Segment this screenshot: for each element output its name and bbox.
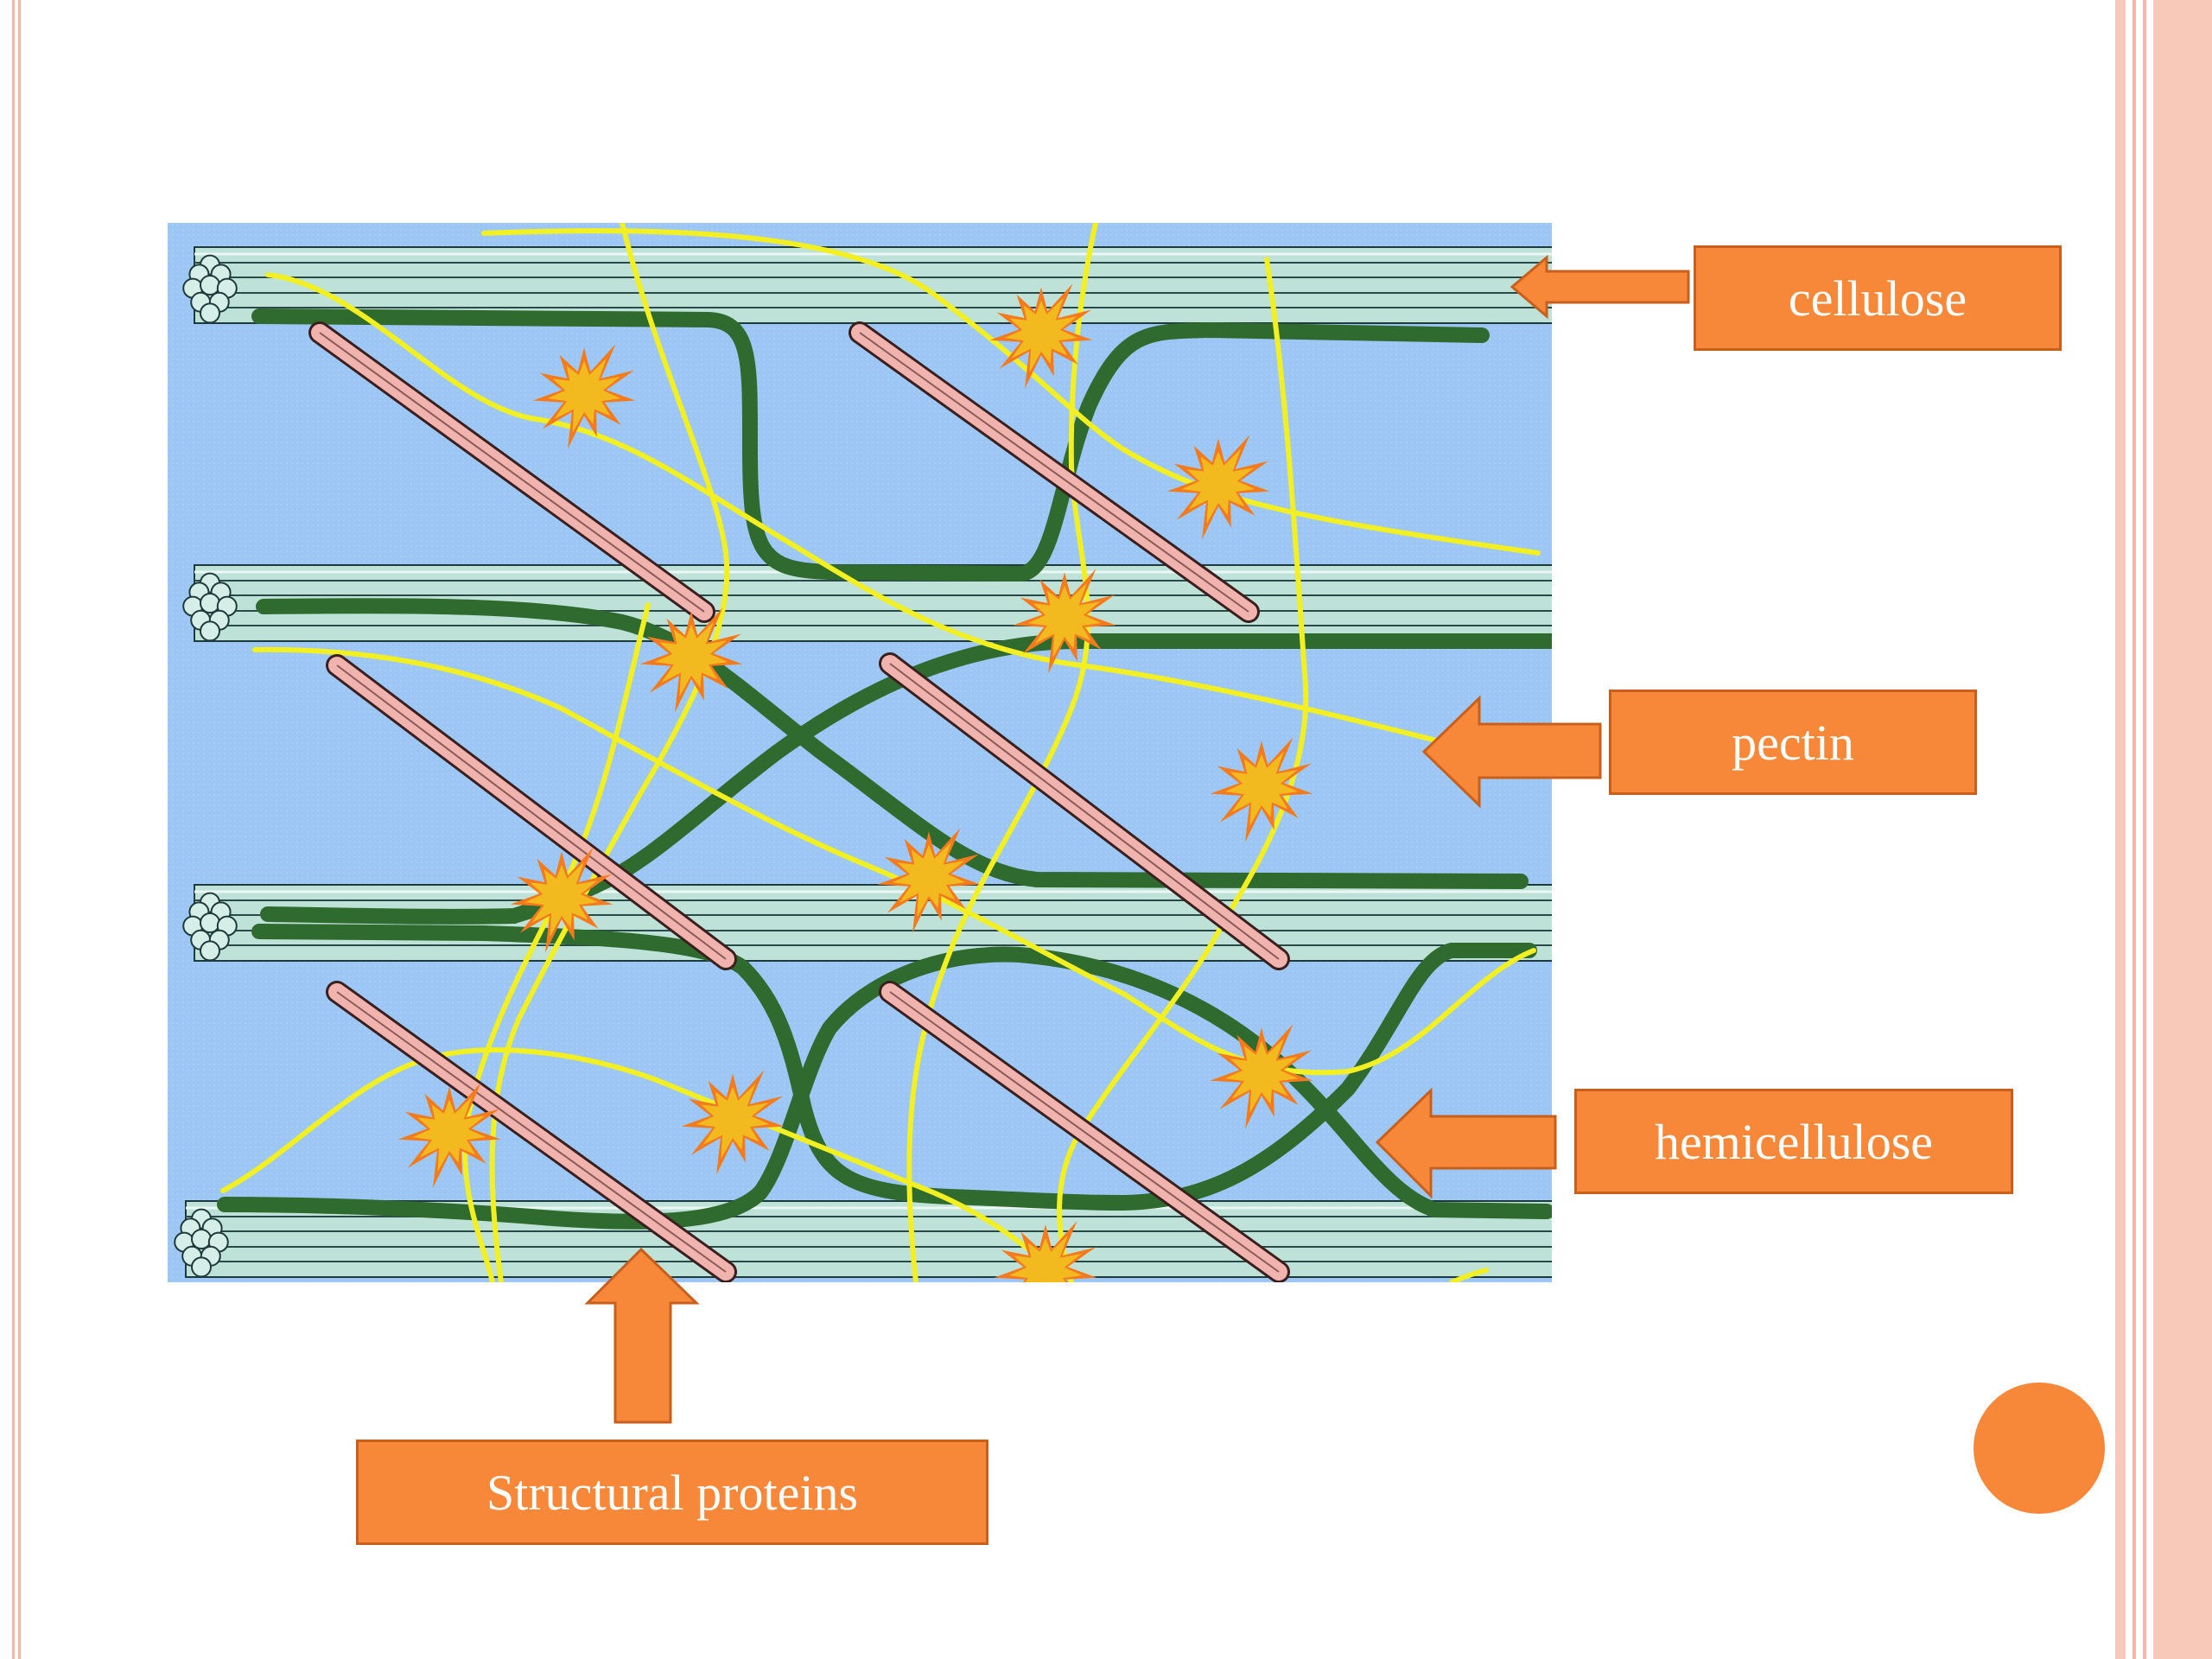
structural-protein-rod [879, 981, 1290, 1282]
starburst-icon [1013, 569, 1116, 674]
slide-decoration-dot [1974, 1382, 2105, 1514]
arrow-icon [584, 254, 1690, 1424]
pectin-strands [220, 223, 1549, 1282]
pectin-strand [252, 646, 1536, 1076]
structural-protein-rod [879, 652, 1290, 970]
hemicellulose-strand [251, 308, 1490, 582]
starburst-icon [1166, 435, 1270, 540]
pectin-strand [1449, 1268, 1489, 1282]
pectin-pointer-arrow [1421, 695, 1602, 809]
cellulose-label: cellulose [1694, 245, 2062, 351]
slide-frame-right [2115, 0, 2212, 1659]
hemicellulose-label: hemicellulose [1574, 1089, 2013, 1194]
slide-frame-left [12, 0, 21, 1659]
structural-protein-rod [308, 321, 715, 623]
pectin-strand [1057, 257, 1309, 1282]
pectin-strand [220, 1047, 1065, 1282]
starburst-icon [681, 1070, 785, 1175]
starburst-icon [989, 283, 1093, 389]
structural-protein-rod [849, 321, 1260, 623]
starburst-icon [1210, 737, 1313, 842]
starburst-icon [510, 848, 613, 953]
cellulose-microfibril [182, 884, 1552, 962]
structural-pointer-arrow [584, 1247, 700, 1424]
hemicellulose-pointer-arrow [1375, 1087, 1557, 1199]
starburst-icon [532, 344, 636, 449]
pectin-strand [265, 272, 1549, 772]
starburst-icon [1210, 1024, 1313, 1129]
starburst-icon [994, 1221, 1097, 1282]
pectin-strand [481, 228, 1541, 556]
starburst-icon [639, 607, 743, 713]
structural-proteins-label: Structural proteins [356, 1440, 988, 1545]
structural-protein-rod [326, 654, 737, 970]
starburst-icon [397, 1083, 501, 1188]
pectin-strand [906, 223, 1098, 1282]
pectin-strand [489, 223, 730, 1282]
pectin-strand [461, 602, 651, 1282]
pectin-label: pectin [1609, 690, 1977, 795]
starburst-icon [877, 828, 981, 933]
cellulose-pointer-arrow [1510, 254, 1690, 320]
structural-protein-rod [326, 981, 737, 1282]
